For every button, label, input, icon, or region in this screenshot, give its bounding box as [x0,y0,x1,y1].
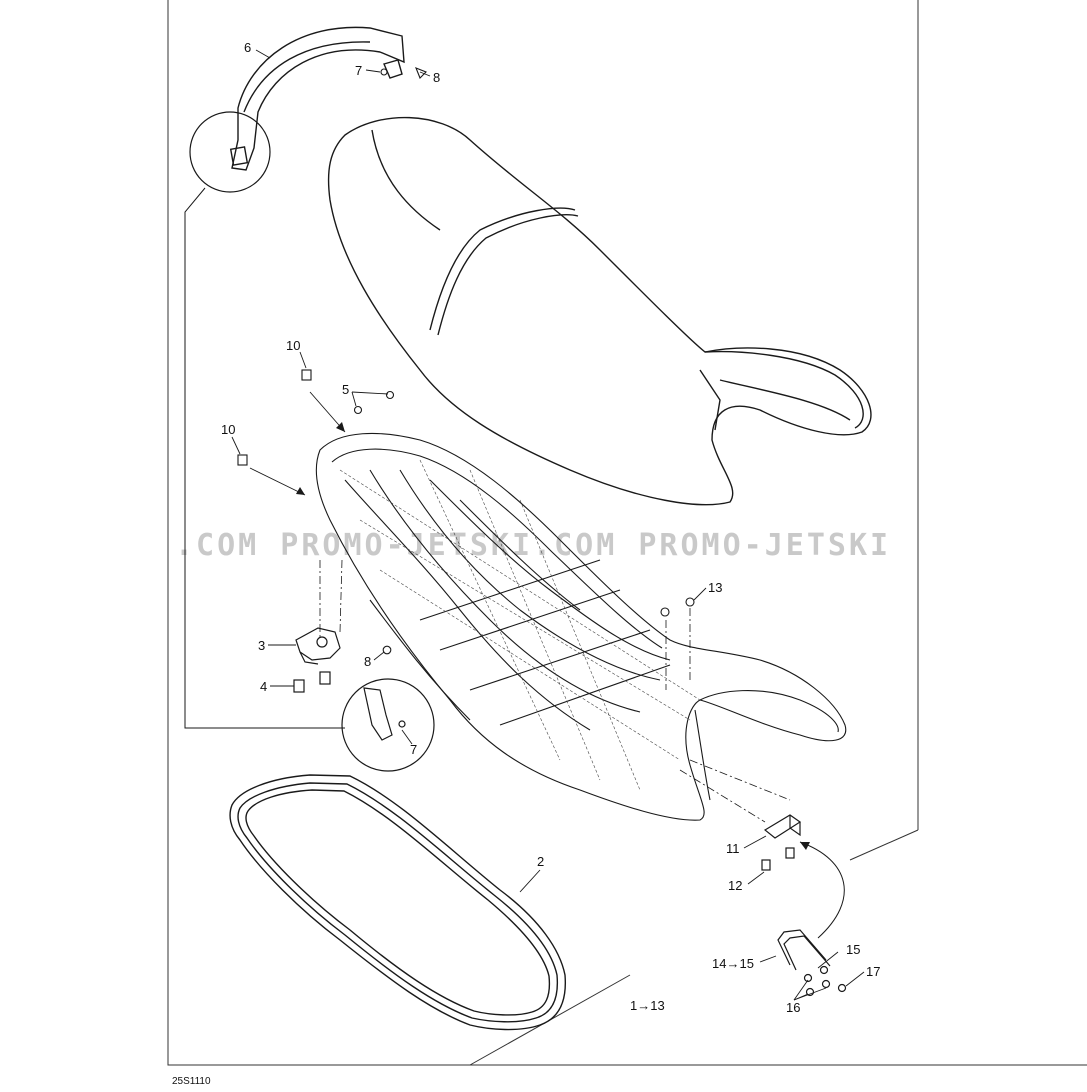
rear-bracket-part [761,814,802,871]
fastener-parts [237,67,695,655]
callout-7-lower: 7 [410,742,417,757]
detail-magnifier-circle [189,111,271,193]
callout-12: 12 [728,878,742,893]
frame-diagonal [849,829,919,861]
seat-gasket-part [229,774,567,1031]
callout-10-lower: 10 [221,422,235,437]
callout-17: 17 [866,964,880,979]
bracket-alignment-line [689,759,791,801]
frame-border [167,0,1087,1066]
callout-11: 11 [726,841,740,856]
seat-pan-part [315,432,847,821]
callout-2: 2 [537,854,544,869]
callout-16: 16 [786,1000,800,1015]
bracket-alignment-line-2 [679,769,766,823]
callout-7-top: 7 [355,63,362,78]
callout-4: 4 [260,679,267,694]
latch-alignment-line-2 [339,559,343,633]
seat-pan-ribs [339,459,701,791]
callout-leaders [231,49,865,1001]
grab-strap-part [229,26,405,171]
callout-1-to-13: 1→13 [630,998,665,1013]
callout-13: 13 [708,580,722,595]
callout-8-top: 8 [433,70,440,85]
seat-latch-part [293,627,341,693]
u-bolt-part [777,929,847,997]
callout-3: 3 [258,638,265,653]
leader-arrowheads [296,422,345,495]
callout-15: 15 [846,942,860,957]
detail-magnifier-circle-2 [341,678,435,772]
callout-6: 6 [244,40,251,55]
callout-14-to-15: 14→15 [712,956,754,971]
callout-5: 5 [342,382,349,397]
callout-10-upper: 10 [286,338,300,353]
drawing-code: 25S1110 [172,1076,211,1087]
detail-leader-line [184,187,345,729]
install-arrowhead [800,842,810,850]
callout-8-mid: 8 [364,654,371,669]
seat-cushion-part [327,116,872,506]
watermark-text: .COM PROMO-JETSKI.COM PROMO-JETSKI [175,528,891,563]
strap-bracket-detail [363,687,406,741]
install-arrow [799,841,845,939]
